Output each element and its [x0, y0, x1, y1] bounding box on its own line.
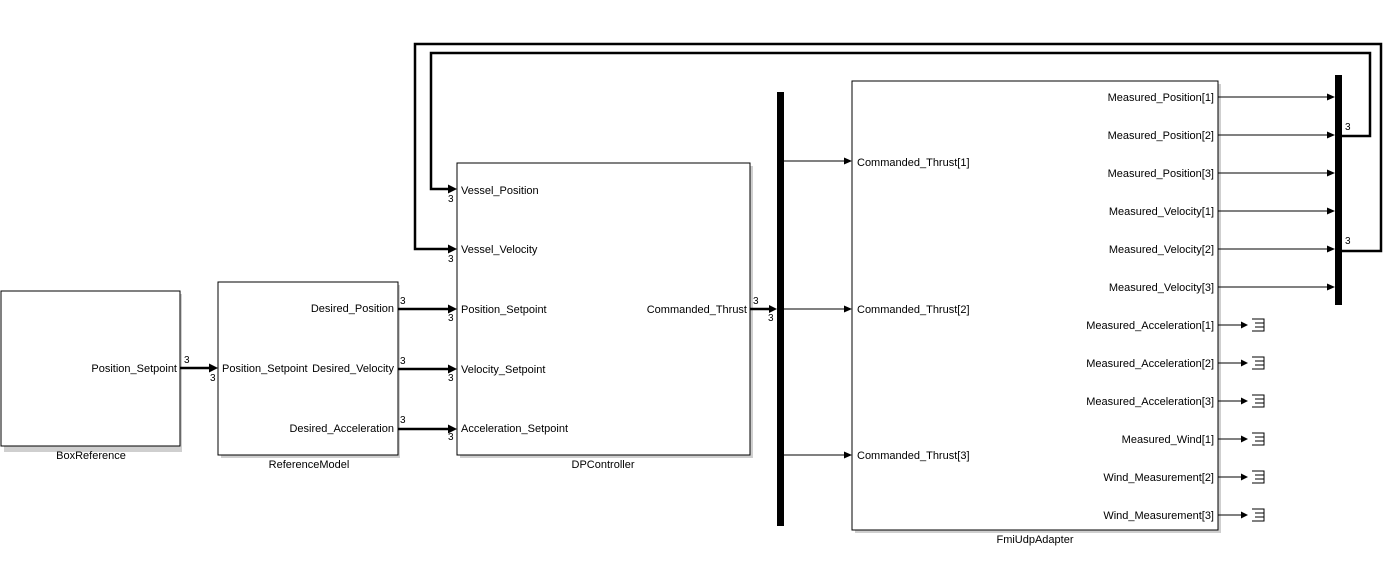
signal-wind-measurement-2[interactable]	[1218, 470, 1265, 484]
fmi-input-commanded-thrust-2: Commanded_Thrust[2]	[857, 304, 970, 316]
signal-desired-position[interactable]	[398, 304, 457, 314]
dim-label: 3	[768, 313, 774, 324]
dimension-labels: 3 3 3 3 3 3 3 3 3 3 3 3 3 3	[184, 122, 1351, 443]
fmi-output-measured-acceleration-1: Measured_Acceleration[1]	[1086, 320, 1214, 332]
terminator-icon	[1252, 470, 1265, 484]
feedback-vessel-velocity[interactable]	[413, 42, 1383, 254]
signal-measured-position-1[interactable]	[1218, 93, 1335, 101]
dp-controller-block[interactable]: Vessel_Position Vessel_Velocity Position…	[456, 162, 753, 471]
dp-controller-input-position-setpoint: Position_Setpoint	[461, 304, 547, 316]
signal-measured-velocity-1[interactable]	[1218, 207, 1335, 215]
dim-label: 3	[448, 313, 454, 324]
dim-label: 3	[400, 296, 406, 307]
dim-label: 3	[448, 432, 454, 443]
fmi-input-commanded-thrust-3: Commanded_Thrust[3]	[857, 450, 970, 462]
signal-commanded-thrust-3[interactable]	[784, 451, 852, 459]
demux-bar[interactable]	[777, 92, 784, 526]
box-reference-output-label: Position_Setpoint	[91, 363, 177, 375]
fmi-output-measured-position-3: Measured_Position[3]	[1108, 168, 1214, 180]
dp-controller-input-acceleration-setpoint: Acceleration_Setpoint	[461, 423, 568, 435]
signal-measured-velocity-2[interactable]	[1218, 245, 1335, 253]
reference-model-block[interactable]: Position_Setpoint Desired_Position Desir…	[217, 281, 400, 471]
signal-position-setpoint[interactable]	[180, 363, 218, 373]
dim-label: 3	[448, 194, 454, 205]
box-reference-block[interactable]: Position_Setpoint BoxReference	[0, 290, 182, 462]
signal-measured-position-2[interactable]	[1218, 131, 1335, 139]
fmi-output-measured-velocity-1: Measured_Velocity[1]	[1109, 206, 1214, 218]
dim-label: 3	[400, 415, 406, 426]
fmi-output-wind-measurement-3: Wind_Measurement[3]	[1103, 510, 1214, 522]
signal-desired-velocity[interactable]	[398, 364, 457, 374]
reference-model-input-label: Position_Setpoint	[222, 363, 308, 375]
terminator-icon	[1252, 508, 1265, 522]
fmi-output-measured-acceleration-2: Measured_Acceleration[2]	[1086, 358, 1214, 370]
signal-commanded-thrust-2[interactable]	[784, 305, 852, 313]
signal-measured-acceleration-2[interactable]	[1218, 356, 1265, 370]
fmi-output-measured-velocity-2: Measured_Velocity[2]	[1109, 244, 1214, 256]
fmi-output-measured-position-2: Measured_Position[2]	[1108, 130, 1214, 142]
terminator-icon	[1252, 318, 1265, 332]
dp-controller-output-commanded-thrust: Commanded_Thrust	[647, 304, 747, 316]
terminator-icon	[1252, 432, 1265, 446]
reference-model-name: ReferenceModel	[269, 459, 350, 471]
signal-wind-measurement-3[interactable]	[1218, 508, 1265, 522]
dp-controller-name: DPController	[572, 459, 635, 471]
signal-measured-acceleration-1[interactable]	[1218, 318, 1265, 332]
signal-measured-position-3[interactable]	[1218, 169, 1335, 177]
fmi-udp-adapter-name: FmiUdpAdapter	[996, 534, 1073, 546]
reference-model-output-velocity: Desired_Velocity	[312, 363, 394, 375]
dim-label: 3	[753, 296, 759, 307]
dim-label: 3	[448, 373, 454, 384]
terminator-icon	[1252, 356, 1265, 370]
fmi-input-commanded-thrust-1: Commanded_Thrust[1]	[857, 157, 970, 169]
reference-model-output-position: Desired_Position	[311, 303, 394, 315]
fmi-output-measured-velocity-3: Measured_Velocity[3]	[1109, 282, 1214, 294]
dp-controller-input-vessel-position: Vessel_Position	[461, 185, 539, 197]
feedback-vessel-position[interactable]	[429, 51, 1372, 194]
dim-label: 3	[184, 355, 190, 366]
fmi-output-measured-position-1: Measured_Position[1]	[1108, 92, 1214, 104]
terminator-icon	[1252, 394, 1265, 408]
dim-label: 3	[448, 254, 454, 265]
dim-label: 3	[400, 356, 406, 367]
fmi-output-measured-wind-1: Measured_Wind[1]	[1122, 434, 1214, 446]
dim-label: 3	[1345, 122, 1351, 133]
dp-controller-input-vessel-velocity: Vessel_Velocity	[461, 244, 538, 256]
signal-measured-acceleration-3[interactable]	[1218, 394, 1265, 408]
signal-commanded-thrust[interactable]	[750, 305, 777, 313]
signal-desired-acceleration[interactable]	[398, 424, 457, 434]
signal-measured-wind-1[interactable]	[1218, 432, 1265, 446]
dp-controller-input-velocity-setpoint: Velocity_Setpoint	[461, 364, 545, 376]
reference-model-output-acceleration: Desired_Acceleration	[289, 423, 394, 435]
mux-bar[interactable]	[1335, 75, 1342, 305]
dim-label: 3	[210, 373, 216, 384]
signal-measured-velocity-3[interactable]	[1218, 283, 1335, 291]
fmi-output-wind-measurement-2: Wind_Measurement[2]	[1103, 472, 1214, 484]
fmi-output-measured-acceleration-3: Measured_Acceleration[3]	[1086, 396, 1214, 408]
dim-label: 3	[1345, 236, 1351, 247]
signal-commanded-thrust-1[interactable]	[784, 157, 852, 165]
fmi-udp-adapter-block[interactable]: Commanded_Thrust[1] Commanded_Thrust[2] …	[851, 80, 1221, 546]
box-reference-name: BoxReference	[56, 450, 126, 462]
